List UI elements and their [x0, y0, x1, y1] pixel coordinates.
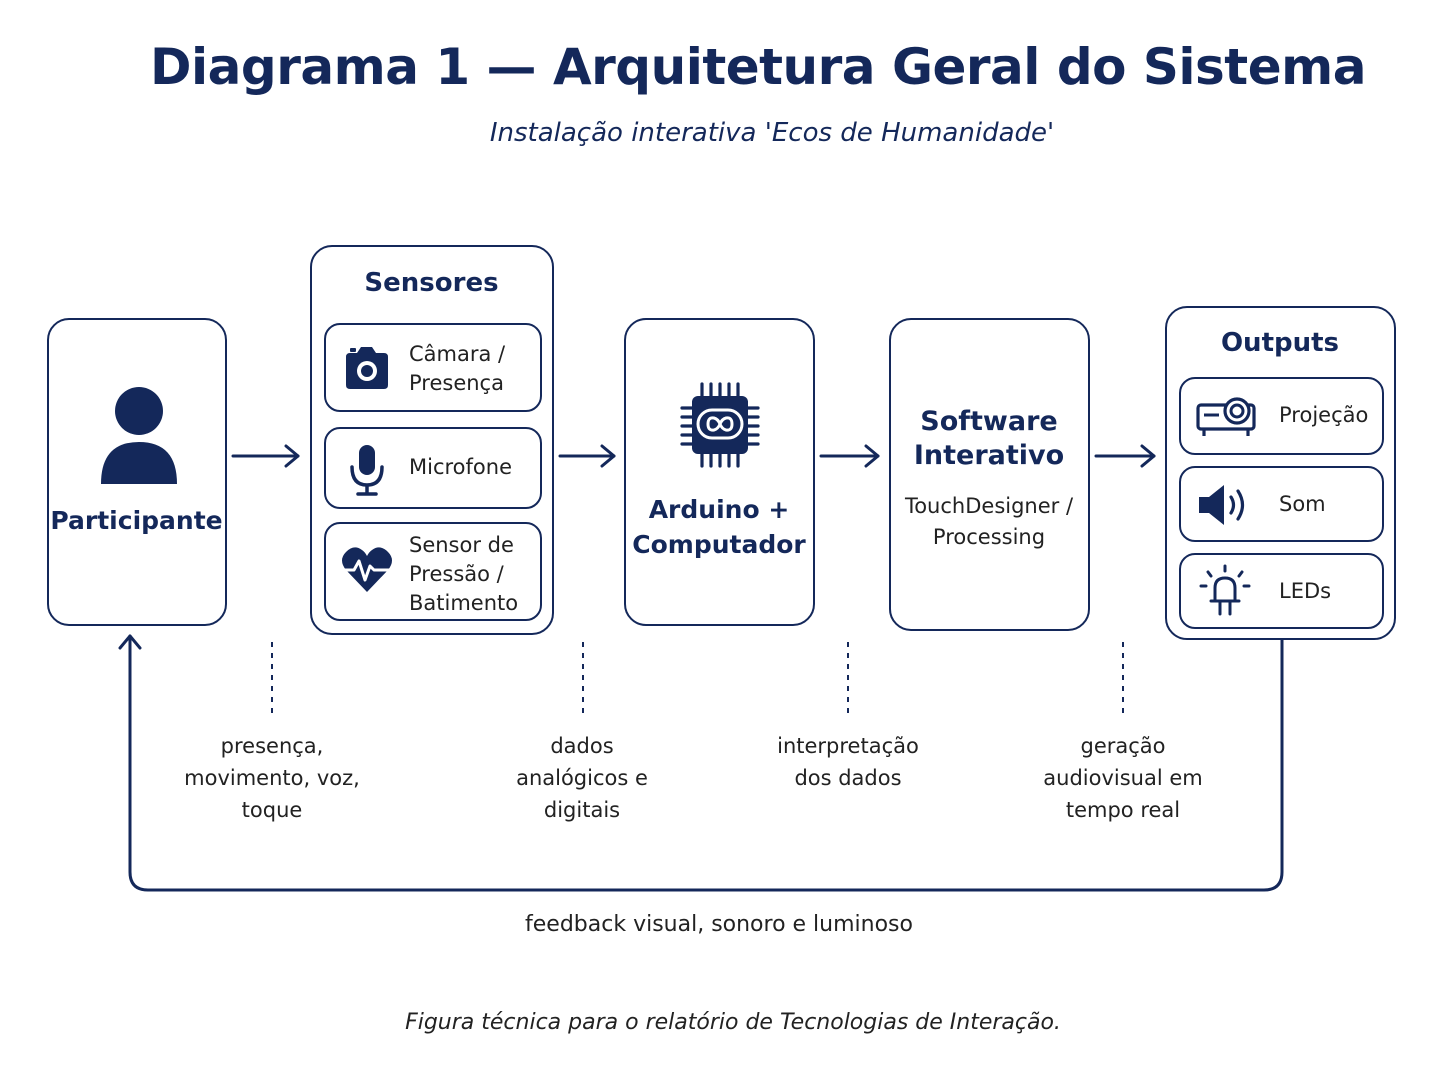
- sensors-box: Sensores Câmara / Presença Microfone Sen…: [310, 245, 554, 635]
- figure-caption: Figura técnica para o relatório de Tecno…: [405, 1010, 1061, 1035]
- annotation-interpretation: interpretação dos dados: [738, 730, 958, 794]
- page-title: Diagrama 1 — Arquitetura Geral do Sistem…: [150, 38, 1366, 96]
- speaker-icon: [1199, 485, 1245, 525]
- sensor-pressure-line2: Pressão /: [409, 562, 504, 586]
- annotation-line: interpretação: [777, 734, 919, 758]
- software-title-line1: Software: [920, 406, 1058, 437]
- annotation-line: digitais: [543, 798, 621, 822]
- annotation-line: analógicos e: [516, 766, 648, 790]
- page-subtitle: Instalação interativa 'Ecos de Humanidad…: [489, 118, 1055, 148]
- participant-box: Participante: [47, 318, 227, 626]
- sensor-camera-line2: Presença: [409, 371, 504, 395]
- annotation-line: audiovisual em: [1043, 766, 1203, 790]
- sensor-camera-line1: Câmara /: [409, 342, 506, 366]
- annotation-line: geração: [1080, 734, 1166, 758]
- projector-icon: [1196, 397, 1256, 436]
- software-title-line2: Interativo: [913, 440, 1065, 471]
- software-box: Software Interativo TouchDesigner / Proc…: [889, 318, 1090, 631]
- led-icon: [1199, 564, 1251, 616]
- arrow-processor-software: [819, 444, 880, 468]
- sensor-item-pressure: Sensor de Pressão / Batimento: [324, 522, 542, 621]
- annotation-data: dados analógicos e digitais: [472, 730, 692, 826]
- output-item-sound: Som: [1179, 466, 1384, 542]
- camera-icon: [346, 347, 388, 389]
- outputs-box: Outputs Projeção Som: [1165, 306, 1396, 640]
- output-item-leds: LEDs: [1179, 553, 1384, 629]
- annotation-line: toque: [241, 798, 303, 822]
- person-icon: [101, 387, 177, 484]
- participant-label: Participante: [50, 506, 223, 535]
- annotation-line: movimento, voz,: [184, 766, 360, 790]
- processor-line1: Arduino +: [648, 495, 790, 524]
- annotation-line: presença,: [220, 734, 324, 758]
- output-projection-label: Projeção: [1279, 403, 1369, 427]
- output-sound-label: Som: [1279, 492, 1326, 516]
- chip-icon: [680, 382, 760, 468]
- processor-box: Arduino + Computador: [624, 318, 815, 626]
- microphone-icon: [350, 445, 384, 496]
- sensor-microphone-label: Microfone: [409, 455, 512, 479]
- software-sub-line1: TouchDesigner /: [904, 494, 1074, 518]
- feedback-label: feedback visual, sonoro e luminoso: [525, 912, 913, 937]
- sensor-item-microphone: Microfone: [324, 427, 542, 509]
- output-leds-label: LEDs: [1279, 579, 1332, 603]
- annotation-generation: geração audiovisual em tempo real: [1003, 730, 1243, 826]
- output-item-projection: Projeção: [1179, 377, 1384, 455]
- outputs-title: Outputs: [1220, 328, 1340, 358]
- annotation-line: dos dados: [794, 766, 902, 790]
- heartbeat-icon: [340, 547, 394, 592]
- annotation-input: presença, movimento, voz, toque: [162, 730, 382, 826]
- arrow-sensors-processor: [558, 444, 616, 468]
- sensors-title: Sensores: [364, 268, 499, 298]
- sensor-pressure-line3: Batimento: [409, 591, 519, 615]
- processor-line2: Computador: [632, 530, 806, 559]
- sensor-item-camera: Câmara / Presença: [324, 323, 542, 412]
- software-sub-line2: Processing: [932, 525, 1046, 549]
- annotation-line: dados: [550, 734, 614, 758]
- arrow-software-outputs: [1094, 444, 1156, 468]
- sensor-pressure-line1: Sensor de: [409, 533, 514, 557]
- annotation-line: tempo real: [1065, 798, 1181, 822]
- arrow-participant-sensors: [231, 444, 300, 468]
